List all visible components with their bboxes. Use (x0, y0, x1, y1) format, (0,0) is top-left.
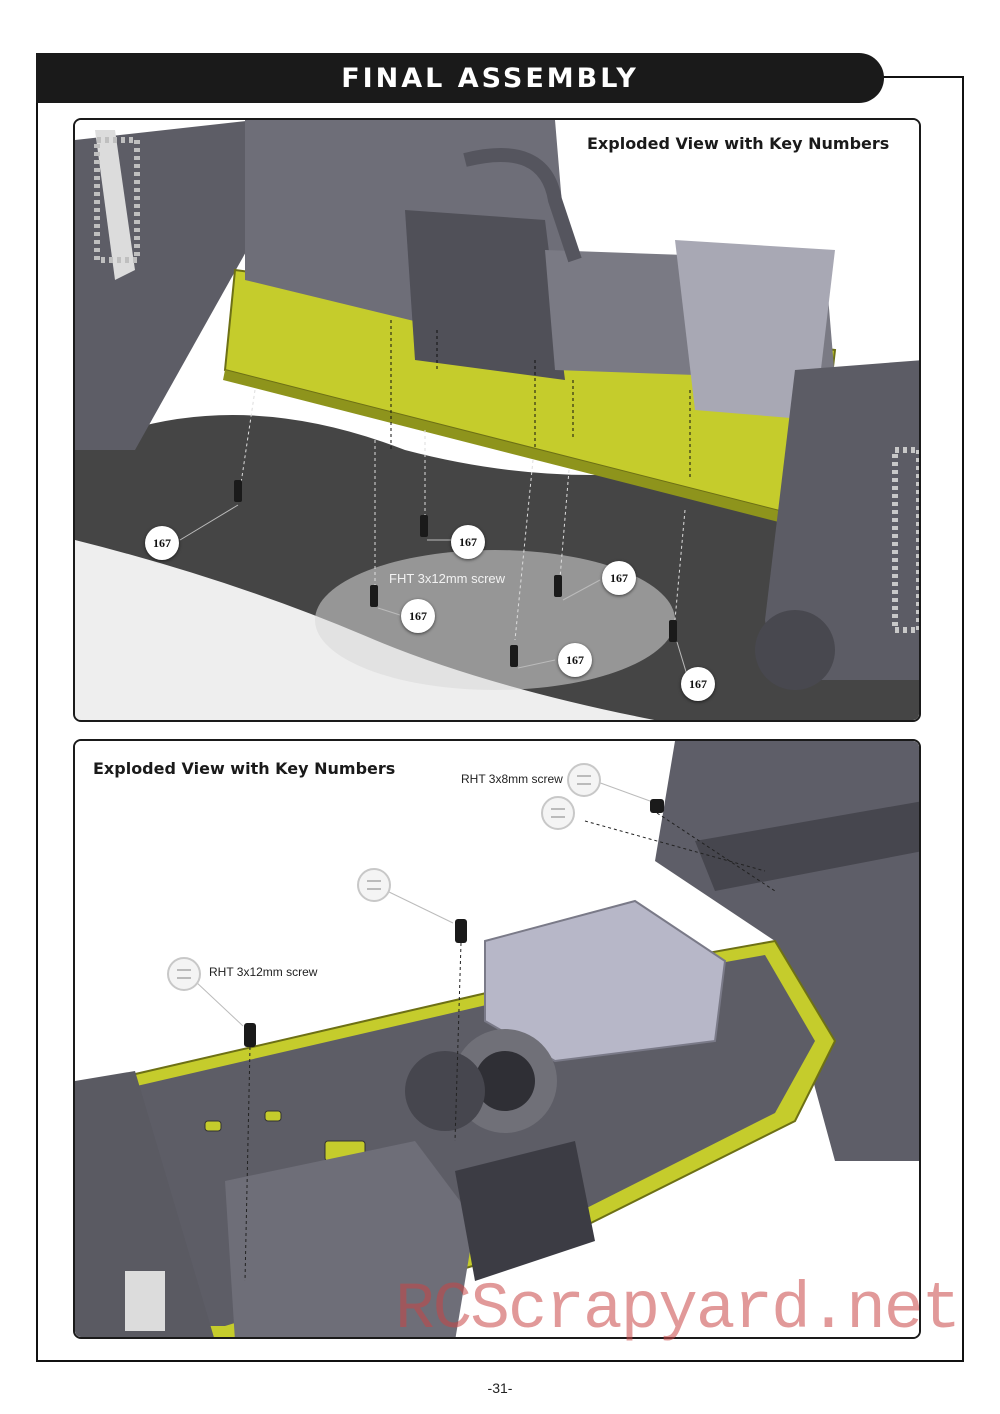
bottom-assembly-illustration (75, 741, 919, 1337)
top-diagram-panel: Exploded View with Key Numbers FHT 3x12m… (73, 118, 921, 722)
key-number-badge (357, 868, 391, 902)
key-number-badge: 167 (451, 525, 485, 559)
key-number-badge: 167 (558, 643, 592, 677)
key-number-badge: 167 (602, 561, 636, 595)
watermark: RCScrapyard.net (395, 1272, 961, 1347)
page-number: -31- (487, 1380, 513, 1396)
rht-3x8-screw-label: RHT 3x8mm screw (461, 772, 563, 786)
key-number-badge (567, 763, 601, 797)
key-number-badge (541, 796, 575, 830)
key-number-badge (167, 957, 201, 991)
fht-screw-label: FHT 3x12mm screw (389, 571, 506, 586)
key-number-badge: 167 (401, 599, 435, 633)
rht-3x12-screw-label: RHT 3x12mm screw (209, 965, 318, 979)
top-panel-heading: Exploded View with Key Numbers (587, 134, 890, 153)
key-number-badge: 167 (145, 526, 179, 560)
bottom-panel-heading: Exploded View with Key Numbers (93, 759, 396, 778)
page-title: FINAL ASSEMBLY (341, 62, 639, 94)
bottom-diagram-panel: Exploded View with Key Numbers RHT 3x8mm… (73, 739, 921, 1339)
key-number-badge: 167 (681, 667, 715, 701)
top-assembly-illustration (75, 120, 919, 720)
title-bar: FINAL ASSEMBLY (36, 53, 884, 103)
